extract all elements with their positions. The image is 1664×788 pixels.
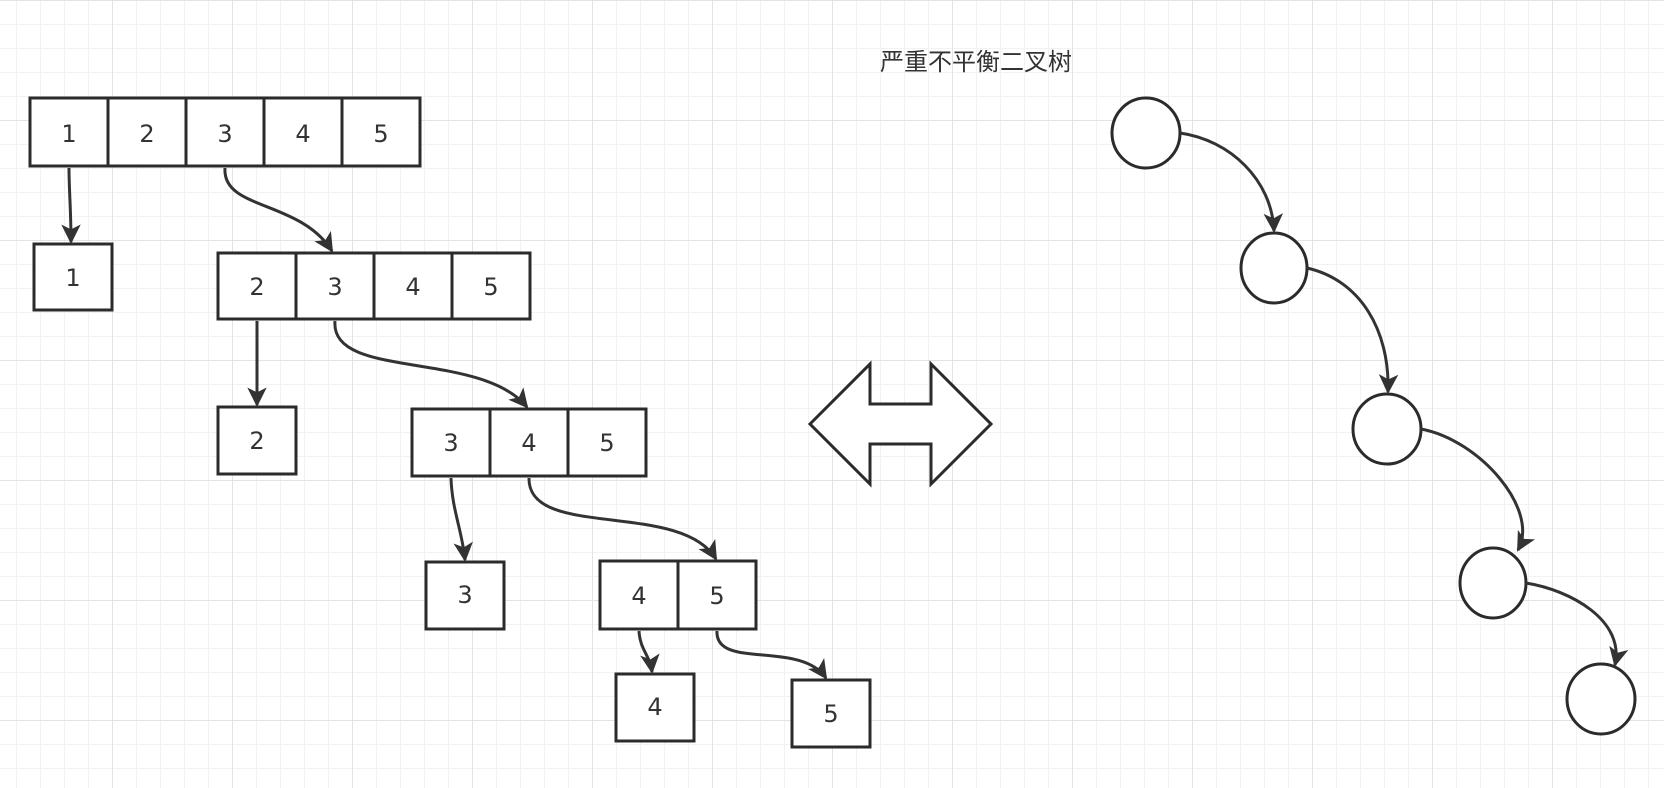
leaf-text: 3 xyxy=(457,581,472,609)
array-level-4: 4 5 xyxy=(598,559,758,631)
edge-arrow xyxy=(449,477,473,562)
array-level-2-cell xyxy=(372,251,454,321)
leaf-5: 5 xyxy=(790,678,872,749)
tree-node xyxy=(1239,231,1309,305)
leaf-text: 2 xyxy=(249,427,264,455)
leaf-2: 2 xyxy=(216,405,298,476)
array-level-4-cell xyxy=(676,559,758,631)
array-level-4-cell-text: 4 xyxy=(631,582,646,610)
leaf-4: 4 xyxy=(614,672,696,743)
array-level-3-cell-text: 5 xyxy=(599,429,614,457)
array-level-1-cell xyxy=(184,96,266,168)
leaf-box xyxy=(790,678,872,749)
edge-arrow xyxy=(637,630,660,674)
array-level-1-cell xyxy=(28,96,110,168)
array-level-4-cell-text: 5 xyxy=(709,582,724,610)
diagram-title: 严重不平衡二叉树 xyxy=(880,48,1072,76)
array-level-1-cell-text: 2 xyxy=(139,120,154,148)
array-level-1-cell xyxy=(340,96,422,168)
edge-arrow xyxy=(223,167,334,253)
leaf-text: 1 xyxy=(65,264,80,292)
array-level-3-cell-text: 4 xyxy=(521,429,536,457)
tree-edge-arrow xyxy=(1525,581,1629,667)
leaf-3: 3 xyxy=(424,560,506,631)
tree-node xyxy=(1565,662,1637,736)
tree-node xyxy=(1458,546,1528,620)
array-level-3-cell xyxy=(488,407,570,478)
tree-node xyxy=(1110,96,1182,170)
edge-arrow xyxy=(715,630,828,680)
leaf-box xyxy=(614,672,696,743)
edge-arrow xyxy=(333,320,529,409)
array-level-2-cell-text: 2 xyxy=(249,273,264,301)
array-level-2-cell xyxy=(216,251,298,321)
tree-edge-arrow xyxy=(1179,131,1284,233)
array-level-2-cell xyxy=(450,251,532,321)
array-level-3-cell-text: 3 xyxy=(443,429,458,457)
edge-arrow xyxy=(527,477,718,561)
array-level-3-cell xyxy=(410,407,492,478)
array-level-1-cell xyxy=(262,96,344,168)
array-level-1-cell-text: 5 xyxy=(373,120,388,148)
tree-node xyxy=(1351,392,1423,466)
array-level-1-cell-text: 4 xyxy=(295,120,310,148)
array-level-2: 2 3 4 5 xyxy=(216,251,532,321)
double-arrow-icon xyxy=(807,360,994,488)
leaf-box xyxy=(216,405,298,476)
leaf-text: 4 xyxy=(647,693,662,721)
array-level-3: 3 4 5 xyxy=(410,407,648,478)
leaf-box xyxy=(32,242,114,312)
tree-edge-arrow xyxy=(1306,266,1399,394)
array-level-4-cell xyxy=(598,559,680,631)
leaf-text: 5 xyxy=(823,700,838,728)
array-level-1-cell xyxy=(106,96,188,168)
edge-arrow xyxy=(61,167,81,244)
array-level-2-cell-text: 3 xyxy=(327,273,342,301)
array-level-2-cell-text: 4 xyxy=(405,273,420,301)
leaf-1: 1 xyxy=(32,242,114,312)
leaf-box xyxy=(424,560,506,631)
array-level-1: 1 2 3 4 5 xyxy=(28,96,422,168)
array-level-3-cell xyxy=(566,407,648,478)
array-level-1-cell-text: 3 xyxy=(217,120,232,148)
array-level-1-cell-text: 1 xyxy=(61,120,76,148)
tree-edge-arrow xyxy=(1420,427,1535,552)
array-level-2-cell-text: 5 xyxy=(483,273,498,301)
